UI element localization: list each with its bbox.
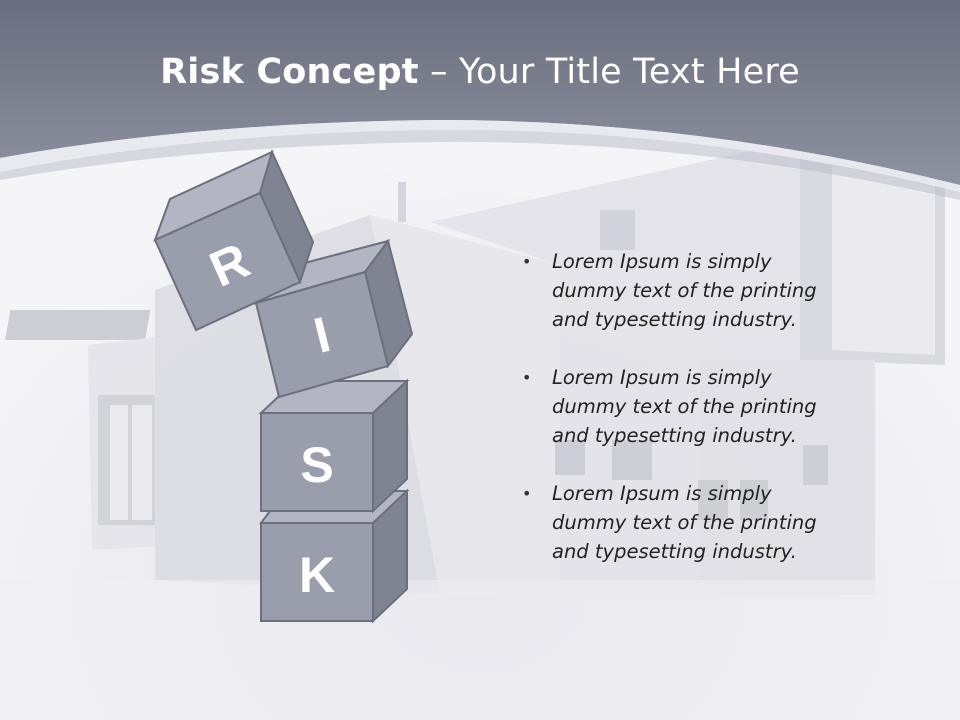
header-band <box>0 0 960 185</box>
bullet-text: Lorem Ipsum is simply dummy text of the … <box>552 482 817 563</box>
block-letter-k: K <box>299 547 335 603</box>
title-rest: – Your Title Text Here <box>429 52 800 92</box>
bullet-item: • Lorem Ipsum is simply dummy text of the… <box>520 247 840 334</box>
bullet-text: Lorem Ipsum is simply dummy text of the … <box>552 366 817 447</box>
bullet-text: Lorem Ipsum is simply dummy text of the … <box>552 250 817 331</box>
bullet-item: • Lorem Ipsum is simply dummy text of the… <box>520 363 840 450</box>
bullet-dot-icon: • <box>522 368 532 387</box>
title-bold: Risk Concept <box>160 52 419 92</box>
bullet-list: • Lorem Ipsum is simply dummy text of the… <box>520 247 840 595</box>
bullet-dot-icon: • <box>522 252 532 271</box>
bullet-item: • Lorem Ipsum is simply dummy text of the… <box>520 479 840 566</box>
block-s: S <box>258 378 410 514</box>
block-r: R <box>153 149 315 332</box>
slide-title: Risk Concept – Your Title Text Here <box>0 52 960 92</box>
bullet-dot-icon: • <box>522 484 532 503</box>
block-letter-s: S <box>300 437 333 493</box>
